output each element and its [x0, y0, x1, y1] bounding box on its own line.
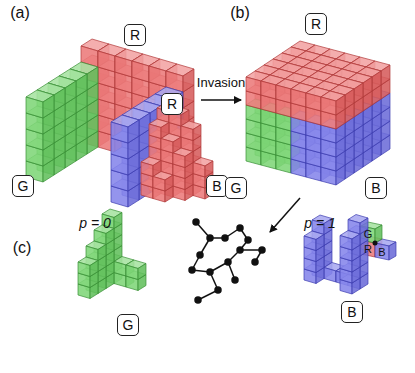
- cube-face: [98, 245, 106, 261]
- cube-face: [276, 85, 291, 103]
- cube-face: [246, 77, 261, 95]
- box-letter: G: [226, 179, 246, 197]
- cube-face: [363, 77, 372, 97]
- cube-face: [126, 265, 138, 280]
- cube-face: [153, 177, 165, 192]
- letter-box: B: [365, 177, 387, 199]
- box-letter: R: [162, 95, 182, 113]
- cube-face: [340, 236, 352, 251]
- letter-box: G: [225, 177, 247, 199]
- cube-face: [111, 122, 128, 143]
- figure-label: R: [364, 243, 372, 255]
- cube-face: [161, 139, 173, 154]
- cube-face: [139, 113, 150, 136]
- path-tree: [189, 219, 265, 303]
- cube-face: [336, 95, 345, 115]
- letter-box: R: [124, 24, 146, 46]
- letter-box: R: [305, 13, 327, 35]
- cube-face: [165, 175, 173, 191]
- box-letter: G: [118, 316, 138, 334]
- cube-face: [375, 225, 382, 243]
- box-letter: R: [125, 26, 145, 44]
- cube-face: [321, 97, 336, 115]
- cube-face: [138, 264, 146, 280]
- cube-face: [381, 65, 390, 85]
- cube-face: [114, 213, 122, 229]
- cube-face: [115, 56, 132, 77]
- cube-face: [65, 81, 76, 104]
- cube-face: [128, 120, 139, 143]
- letter-box: G: [117, 314, 139, 336]
- cube-face: [316, 235, 324, 251]
- letter-box: B: [341, 301, 363, 323]
- figure-label: (c): [13, 239, 32, 257]
- cube-face: [304, 236, 316, 251]
- cube-face: [352, 234, 360, 250]
- box-letter: R: [306, 15, 326, 33]
- cube-face: [375, 243, 389, 260]
- cube-face: [324, 268, 336, 283]
- figure-label: (a): [10, 4, 30, 22]
- figure-label: (b): [230, 4, 250, 22]
- figure-label: G: [364, 228, 373, 240]
- cube-face: [114, 262, 126, 277]
- cube-face: [87, 67, 98, 90]
- letter-box: G: [12, 175, 34, 197]
- cube-face: [354, 83, 363, 103]
- cube-face: [181, 126, 193, 141]
- cube-face: [183, 69, 194, 92]
- cube-face: [43, 95, 54, 118]
- figure-label: B: [378, 246, 385, 258]
- cube-face: [173, 153, 185, 168]
- cube-face: [389, 242, 396, 260]
- cube-face: [345, 89, 354, 109]
- letter-box: R: [161, 93, 183, 115]
- figure-label: p = 1: [304, 215, 336, 231]
- cube-face: [54, 88, 65, 111]
- contact-dot: [373, 241, 378, 246]
- cube-face: [306, 93, 321, 111]
- cube-face: [132, 61, 149, 82]
- cube-face: [149, 66, 166, 87]
- cube-face: [78, 262, 90, 277]
- cube-face: [76, 74, 87, 97]
- process-arrow: [201, 99, 241, 101]
- cube-face: [149, 124, 161, 139]
- cube-face: [90, 261, 98, 277]
- cube-face: [291, 89, 306, 107]
- cube-structures: [26, 39, 396, 299]
- contact-marker: [373, 241, 378, 246]
- cube-face: [372, 71, 381, 91]
- box-letter: G: [13, 177, 33, 195]
- cube-face: [193, 125, 201, 141]
- cube-face: [193, 163, 205, 178]
- cube-face: [98, 51, 115, 72]
- box-letter: B: [366, 179, 386, 197]
- process-arrow: [270, 198, 300, 232]
- cube-face: [261, 81, 276, 99]
- box-letter: B: [342, 303, 362, 321]
- figure-label: p = 0: [79, 215, 111, 231]
- box-letter: B: [207, 177, 227, 195]
- cube-face: [185, 152, 193, 168]
- cube-face: [141, 162, 153, 177]
- cube-face: [26, 97, 43, 118]
- figure-label: Invasion: [197, 75, 245, 90]
